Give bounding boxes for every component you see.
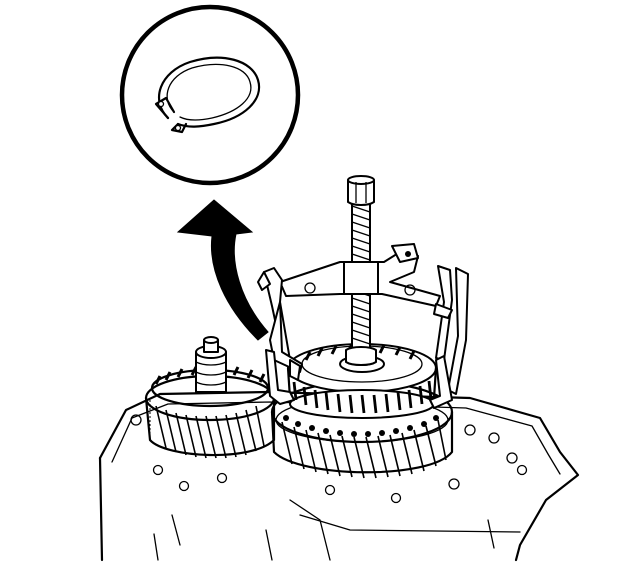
puller-tool — [257, 175, 469, 409]
snap-ring-icon — [154, 56, 261, 134]
removal-arrow-icon — [176, 199, 273, 341]
callout-circle — [119, 4, 301, 186]
countershaft-gear — [144, 336, 276, 459]
